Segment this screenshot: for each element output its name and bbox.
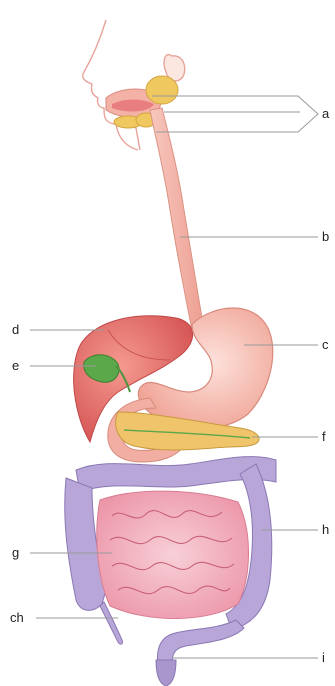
esophagus bbox=[150, 108, 204, 330]
label-a: a bbox=[322, 106, 330, 121]
small-intestine bbox=[97, 491, 249, 618]
small-intestine-mass bbox=[97, 491, 249, 618]
rectum bbox=[156, 660, 176, 686]
face-profile bbox=[83, 20, 140, 150]
label-d: d bbox=[12, 322, 19, 337]
label-e: e bbox=[12, 358, 19, 373]
leader-line-a bbox=[152, 96, 318, 132]
label-h: h bbox=[322, 522, 329, 537]
label-i: i bbox=[322, 650, 325, 665]
parotid-gland bbox=[146, 76, 178, 104]
label-c: c bbox=[322, 337, 329, 352]
label-f: f bbox=[322, 429, 326, 444]
label-ch: ch bbox=[10, 610, 24, 625]
sigmoid-colon bbox=[158, 620, 244, 664]
label-b: b bbox=[322, 229, 329, 244]
mouth-and-salivary-glands bbox=[106, 76, 178, 128]
label-g: g bbox=[12, 545, 19, 560]
